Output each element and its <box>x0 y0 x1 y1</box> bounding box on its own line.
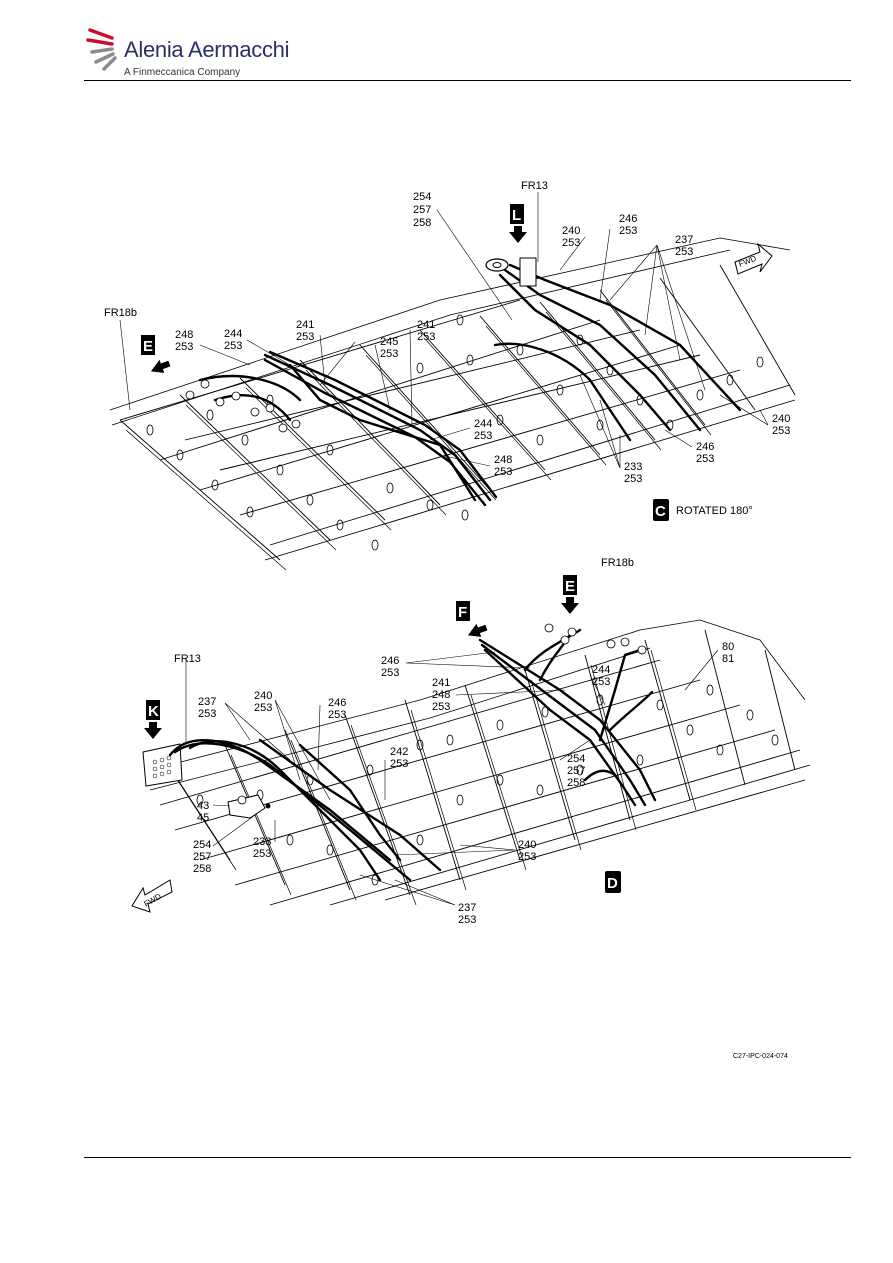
callout: 258 <box>567 777 585 789</box>
callout: 253 <box>518 851 536 863</box>
page-header: Alenia Aermacchi A Finmeccanica Company <box>0 0 893 82</box>
callout: 240 <box>254 690 272 702</box>
view-c-illustration: FWD <box>109 192 796 571</box>
callout: 253 <box>772 425 790 437</box>
arrow-icon <box>467 623 488 637</box>
callout: 253 <box>224 340 242 352</box>
view-letter-box <box>653 499 669 521</box>
frame-label: FR18b <box>104 307 137 319</box>
callout: 254 <box>193 839 211 851</box>
callout: 246 <box>696 441 714 453</box>
detail-ref-letter: E <box>143 338 153 355</box>
arrow-icon <box>150 359 171 373</box>
callout: 241 <box>417 319 435 331</box>
callout: 237 <box>198 696 216 708</box>
callout: 237 <box>675 234 693 246</box>
callout: 254 <box>567 753 585 765</box>
callout: 253 <box>432 701 450 713</box>
callout: 246 <box>381 655 399 667</box>
callout: 80 <box>722 641 734 653</box>
callout: 253 <box>494 466 512 478</box>
callout: 248 <box>432 689 450 701</box>
callout: 240 <box>562 225 580 237</box>
detail-ref-letter: F <box>458 604 467 621</box>
callout: 241 <box>296 319 314 331</box>
callout: 248 <box>175 329 193 341</box>
company-logo-icon <box>86 28 117 71</box>
callout: 253 <box>458 914 476 926</box>
callout: 253 <box>198 708 216 720</box>
callout: 253 <box>619 225 637 237</box>
callout: 253 <box>390 758 408 770</box>
company-subtitle: A Finmeccanica Company <box>124 67 241 78</box>
callout: 253 <box>253 848 271 860</box>
callout: 45 <box>197 812 209 824</box>
view-c-labels: 254 257 258 FR13 240 253 246 253 237 253… <box>104 180 790 521</box>
view-letter: C <box>655 503 666 520</box>
detail-ref-letter: L <box>512 207 521 224</box>
callout: 253 <box>592 676 610 688</box>
callout: 248 <box>494 454 512 466</box>
callout: 240 <box>772 413 790 425</box>
view-note: ROTATED 180° <box>676 505 753 517</box>
fwd-arrow-icon <box>734 242 773 275</box>
arrow-down-icon <box>144 722 162 739</box>
callout: 242 <box>390 746 408 758</box>
callout: 253 <box>175 341 193 353</box>
callout: 244 <box>224 328 242 340</box>
view-letter-box <box>605 871 621 893</box>
callout: 246 <box>619 213 637 225</box>
callout: 253 <box>696 453 714 465</box>
company-name: Alenia Aermacchi <box>124 37 290 62</box>
header-rule <box>84 80 851 81</box>
callout: 253 <box>675 246 693 258</box>
callout: 233 <box>253 836 271 848</box>
detail-ref-box <box>563 575 577 595</box>
callout: 233 <box>624 461 642 473</box>
frame-label: FR18b <box>601 557 634 569</box>
callout: 253 <box>474 430 492 442</box>
fwd-arrow-icon <box>131 879 173 913</box>
callout: 257 <box>193 851 211 863</box>
callout: 246 <box>328 697 346 709</box>
detail-ref-box <box>510 204 524 224</box>
callout: 253 <box>417 331 435 343</box>
figure-id: C27-IPC-024-074 <box>733 1053 788 1060</box>
callout: 257 <box>567 765 585 777</box>
arrow-down-icon <box>561 597 579 614</box>
callout: 244 <box>592 664 610 676</box>
callout: 43 <box>197 800 209 812</box>
callout: 237 <box>458 902 476 914</box>
callout: 253 <box>328 709 346 721</box>
detail-ref-box <box>146 700 160 720</box>
view-d-labels: FR18b 80 81 246 253 244 253 241 248 253 … <box>144 557 734 926</box>
callout: 258 <box>413 217 431 229</box>
arrow-down-icon <box>509 226 527 243</box>
detail-ref-box <box>141 335 155 355</box>
view-d-illustration: FWD <box>131 619 811 913</box>
footer-rule <box>84 1157 851 1158</box>
callout: 257 <box>413 204 431 216</box>
detail-ref-box <box>456 601 470 621</box>
callout: 253 <box>562 237 580 249</box>
callout: 245 <box>380 336 398 348</box>
detail-ref-letter: K <box>148 703 159 720</box>
callout: 253 <box>254 702 272 714</box>
callout: 253 <box>380 348 398 360</box>
callout: 241 <box>432 677 450 689</box>
callout: 253 <box>296 331 314 343</box>
callout: 81 <box>722 653 734 665</box>
frame-label: FR13 <box>521 180 548 192</box>
callout: 244 <box>474 418 492 430</box>
detail-ref-letter: E <box>565 578 575 595</box>
frame-label: FR13 <box>174 653 201 665</box>
view-letter: D <box>607 875 618 892</box>
callout: 253 <box>381 667 399 679</box>
callout: 240 <box>518 839 536 851</box>
callout: 254 <box>413 191 431 203</box>
callout: 253 <box>624 473 642 485</box>
callout: 258 <box>193 863 211 875</box>
